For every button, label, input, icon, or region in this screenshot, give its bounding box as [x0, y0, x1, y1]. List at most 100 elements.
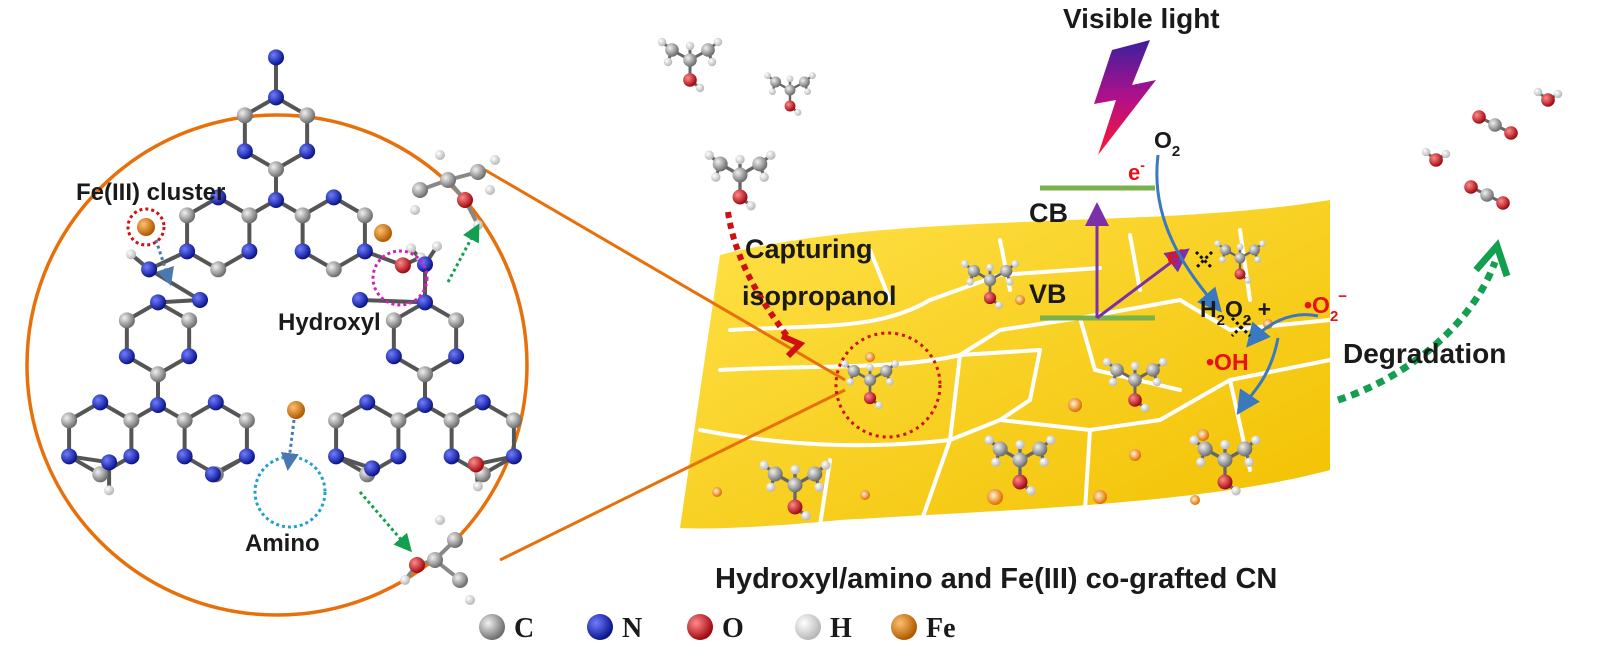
carbon-atom: [798, 76, 810, 88]
carbon-atom: [427, 552, 443, 568]
hydrogen-atom: [866, 363, 874, 372]
catalyst-caption: Hydroxyl/amino and Fe(III) co-grafted CN: [715, 563, 1277, 595]
legend-label: O: [722, 613, 744, 644]
isopropanol-molecule: [960, 259, 1020, 310]
hydrogen-atom: [1251, 435, 1261, 445]
hydrogen-atom: [1026, 486, 1036, 496]
oxygen-atom: [983, 291, 997, 305]
nitrogen-atom: [299, 143, 316, 160]
carbon-atom: [1146, 363, 1160, 377]
hydrogen-atom: [821, 460, 831, 470]
lightning-bolt-icon: [1094, 40, 1156, 155]
hydrogen-atom: [960, 259, 969, 268]
isopropanol-molecule: [840, 359, 900, 410]
hydrogen-atom: [1152, 377, 1162, 387]
iron-atom: [287, 401, 305, 419]
hydrogen-atom: [1196, 457, 1206, 467]
carbon-atom: [1197, 441, 1213, 457]
legend-label: N: [622, 613, 642, 644]
hydrogen-atom: [472, 481, 483, 492]
nitrogen-atom: [141, 261, 158, 278]
nitrogen-atom: [325, 189, 342, 206]
carbon-atom: [328, 412, 345, 429]
hydrogen-atom: [759, 460, 769, 470]
vb-label: VB: [1029, 279, 1067, 309]
oxygen-atom-icon: [687, 614, 713, 640]
hydrogen-atom: [794, 109, 802, 116]
carbon-atom: [767, 466, 783, 482]
nitrogen-atom: [417, 294, 433, 311]
oxygen-atom: [409, 557, 425, 573]
nitrogen-atom: [118, 348, 135, 365]
nitrogen-atom: [359, 394, 376, 411]
carbon-atom: [770, 76, 782, 88]
isopropanol-molecule: [1102, 357, 1168, 413]
carbon-atom: [683, 53, 697, 67]
oh-arrow: [1236, 337, 1280, 415]
nitrogen-atom: [385, 348, 402, 365]
hydrogen-atom: [400, 575, 410, 585]
nitrogen-atom: [181, 348, 198, 365]
carbon-atom: [505, 412, 522, 429]
hbond-arrow-top: [446, 223, 480, 283]
iron-atom: [137, 218, 155, 236]
carbon-atom: [448, 312, 465, 329]
nitrogen-atom: [150, 294, 166, 311]
fe-cluster-label: Fe(III) cluster: [76, 179, 225, 206]
nitrogen-atom: [417, 256, 433, 273]
isopropanol-molecule: [704, 150, 776, 211]
carbon-atom: [967, 264, 980, 278]
carbon-atom: [1110, 363, 1124, 377]
hydrogen-atom: [875, 401, 883, 410]
hydrogen-atom: [126, 249, 137, 260]
carbon-atom: [443, 412, 460, 429]
carbon-atom: [665, 43, 679, 57]
nitrogen-atom: [268, 89, 284, 106]
hydrogen-atom: [707, 57, 717, 67]
hydrogen-atom: [435, 150, 445, 160]
reaction-sparkles: [1194, 250, 1252, 338]
isopropanol-molecule: [1533, 87, 1563, 107]
oxygen-atom: [1234, 268, 1246, 280]
hydrogen-atom: [986, 263, 994, 272]
oxygen-atom: [467, 456, 484, 473]
hydrogen-atom: [1254, 256, 1261, 263]
carbon-atom: [241, 207, 258, 224]
oxygen-atom: [787, 499, 803, 515]
capture-site-ring: [834, 331, 942, 439]
carbon-atom-icon: [479, 614, 505, 640]
carbon-atom: [1012, 452, 1028, 468]
hydrogen-atom: [840, 359, 849, 368]
isopropanol-molecule: [1189, 435, 1261, 496]
nitrogen-atom: [123, 448, 140, 465]
carbon-atom: [294, 207, 311, 224]
hydrogen-atom: [485, 185, 495, 195]
band-diagram: [1040, 40, 1319, 415]
hydrogen-atom: [764, 72, 771, 79]
hydrogen-atom: [991, 457, 1001, 467]
hydrogen-atom: [1244, 457, 1254, 467]
legend-item-fe: Fe: [891, 613, 956, 644]
carbon-atom: [1220, 244, 1232, 256]
oxygen-atom: [1472, 110, 1486, 124]
hydrogen-atom: [1158, 357, 1168, 367]
carbon-atom: [176, 412, 193, 429]
carbon-atom: [732, 167, 748, 183]
nitrogen-atom: [364, 460, 381, 477]
amino-fe-arrow: [280, 419, 299, 471]
isopropanol-molecule: [984, 435, 1056, 496]
hydrogen-atom: [766, 482, 776, 492]
hydrogen-atom: [1140, 403, 1150, 413]
nitrogen-atom: [210, 189, 227, 206]
hydrogen-atom: [1039, 457, 1049, 467]
nitrogen-atom: [204, 466, 221, 483]
hydrogen-atom: [766, 150, 776, 160]
carbon-atom: [325, 261, 342, 278]
carbon-atom: [712, 156, 728, 172]
oxygen-atom: [1128, 393, 1142, 407]
carbon-atom: [1237, 441, 1253, 457]
carbon-atom: [236, 107, 253, 124]
hydrogen-atom: [490, 155, 500, 165]
hydrogen-atom: [984, 435, 994, 445]
